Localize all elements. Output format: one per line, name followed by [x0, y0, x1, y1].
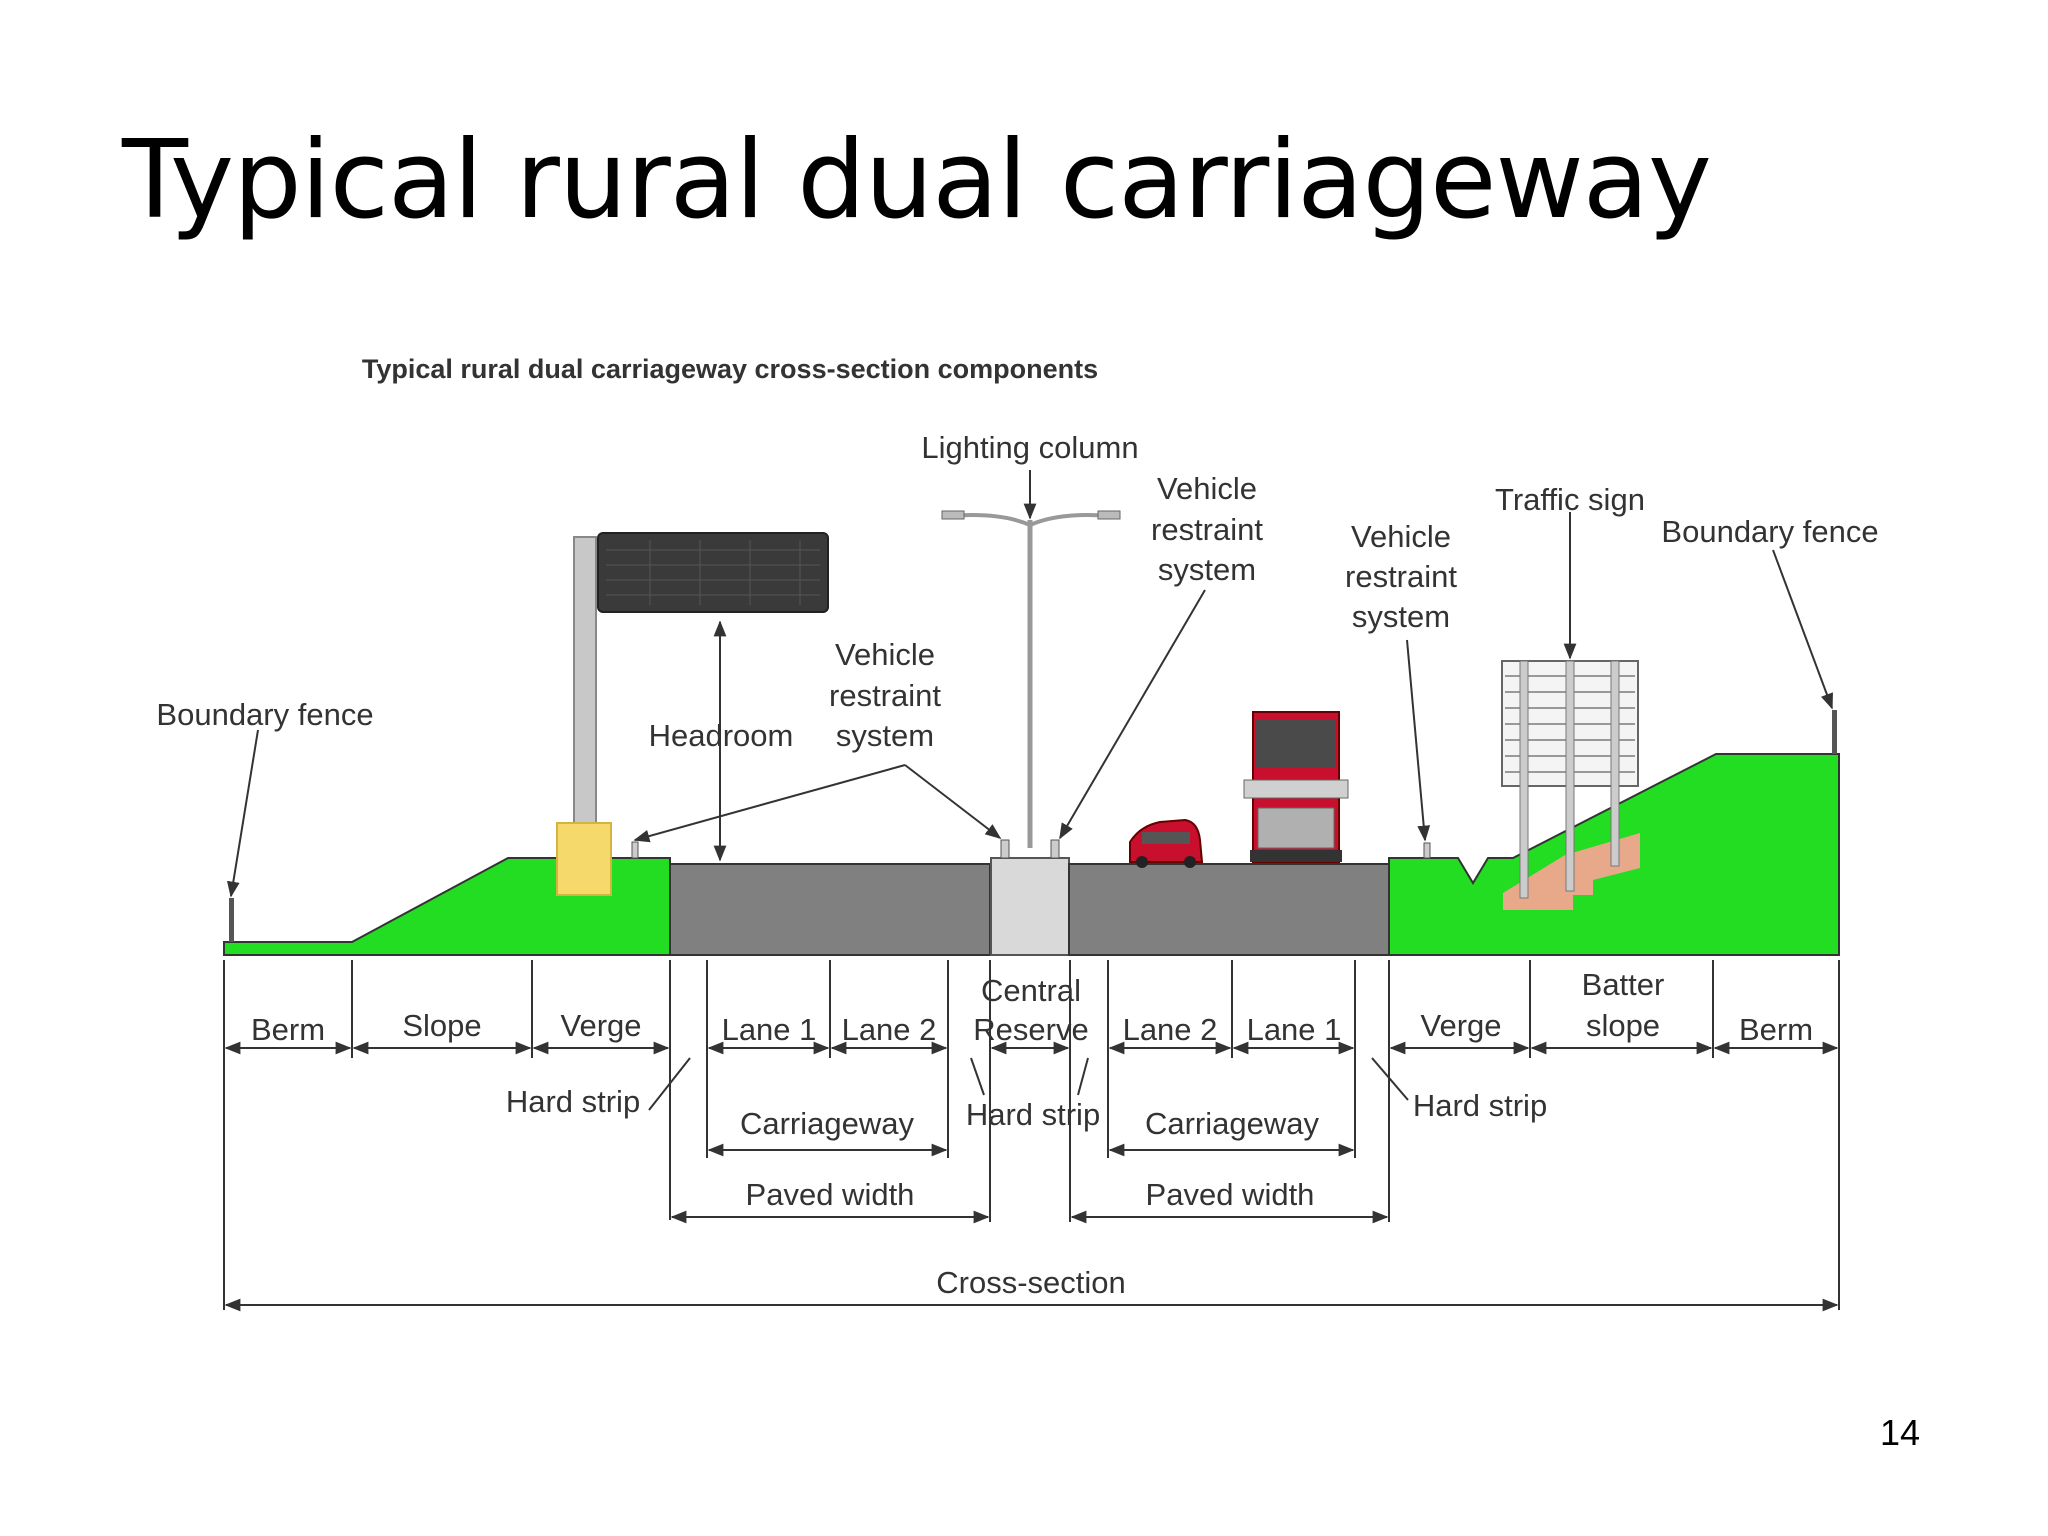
- label-vrs-right: Vehicle restraint system: [1345, 519, 1457, 634]
- right-carriageway: [1068, 863, 1390, 956]
- label-cross-section: Cross-section: [936, 1265, 1126, 1300]
- label-vrs-central-3: system: [836, 718, 934, 753]
- traffic-sign: [1501, 660, 1639, 899]
- lighting-column: [941, 510, 1431, 859]
- vrs-post-central-b: [1050, 839, 1060, 859]
- central-reserve: [990, 857, 1070, 956]
- label-central-reserve-2: Reserve: [973, 1012, 1088, 1047]
- left-carriageway: [669, 863, 991, 956]
- label-vrs-central: Vehicle restraint system: [829, 637, 941, 753]
- label-verge-right: Verge: [1420, 1008, 1501, 1043]
- label-vrs-right-3: system: [1352, 599, 1450, 634]
- label-carriageway-right: Carriageway: [1145, 1106, 1320, 1141]
- label-hard-strip-right: Hard strip: [1413, 1088, 1547, 1123]
- slide-title: Typical rural dual carriageway: [122, 118, 1712, 243]
- label-slope: Slope: [402, 1008, 481, 1043]
- leader-vrs-central-left: [633, 764, 906, 843]
- label-traffic-sign: Traffic sign: [1495, 482, 1645, 517]
- label-lighting-column: Lighting column: [921, 430, 1138, 465]
- label-vrs-upper-3: system: [1158, 552, 1256, 587]
- label-lane1-left: Lane 1: [722, 1012, 817, 1047]
- label-berm-right: Berm: [1739, 1012, 1813, 1047]
- label-batter-slope-1: Batter: [1582, 967, 1665, 1002]
- truck: [1243, 711, 1349, 863]
- label-headroom: Headroom: [649, 718, 794, 753]
- label-vrs-upper-2: restraint: [1151, 512, 1263, 547]
- label-vrs-upper-1: Vehicle: [1157, 471, 1257, 506]
- vrs-post-right: [1423, 842, 1431, 859]
- boundary-fence-post-left: [229, 898, 234, 942]
- leader-boundary-fence-right: [1772, 549, 1833, 710]
- label-boundary-fence-right: Boundary fence: [1661, 514, 1878, 549]
- leader-vrs-central-right: [904, 764, 1002, 839]
- label-central-reserve-1: Central: [981, 973, 1081, 1008]
- label-paved-width-right: Paved width: [1146, 1177, 1315, 1212]
- leader-vrs-upper: [1059, 589, 1206, 840]
- label-boundary-fence-left: Boundary fence: [156, 697, 373, 732]
- label-vrs-central-2: restraint: [829, 678, 941, 713]
- dimension-arrows: [224, 1143, 1839, 1312]
- label-carriageway-left: Carriageway: [740, 1106, 915, 1141]
- label-lane1-right: Lane 1: [1247, 1012, 1342, 1047]
- label-hard-strip-central: Hard strip: [966, 1097, 1100, 1132]
- vrs-post-left: [631, 841, 639, 859]
- boundary-fence-post-right: [1832, 710, 1837, 754]
- label-lane2-right: Lane 2: [1123, 1012, 1218, 1047]
- gantry-base: [556, 822, 612, 896]
- gantry-sign: [556, 532, 829, 896]
- label-lane2-left: Lane 2: [842, 1012, 937, 1047]
- gantry-sign-panel: [597, 532, 829, 613]
- gantry-post: [573, 536, 597, 828]
- label-vrs-upper: Vehicle restraint system: [1151, 471, 1263, 587]
- vrs-post-central-a: [1000, 839, 1010, 859]
- label-vrs-central-1: Vehicle: [835, 637, 935, 672]
- page-number: 14: [1880, 1412, 1921, 1453]
- label-paved-width-left: Paved width: [746, 1177, 915, 1212]
- leader-boundary-fence-left: [226, 729, 259, 898]
- leader-vrs-right: [1406, 639, 1431, 842]
- label-batter-slope-2: slope: [1586, 1008, 1660, 1043]
- label-verge-left: Verge: [560, 1008, 641, 1043]
- label-vrs-right-2: restraint: [1345, 559, 1457, 594]
- car: [1129, 818, 1204, 868]
- component-ticks: [223, 960, 1840, 1310]
- label-berm-left: Berm: [251, 1012, 325, 1047]
- hard-strip-leaders: [648, 1057, 1409, 1111]
- label-hard-strip-left: Hard strip: [506, 1084, 640, 1119]
- diagram-caption: Typical rural dual carriageway cross-sec…: [362, 354, 1098, 384]
- label-vrs-right-1: Vehicle: [1351, 519, 1451, 554]
